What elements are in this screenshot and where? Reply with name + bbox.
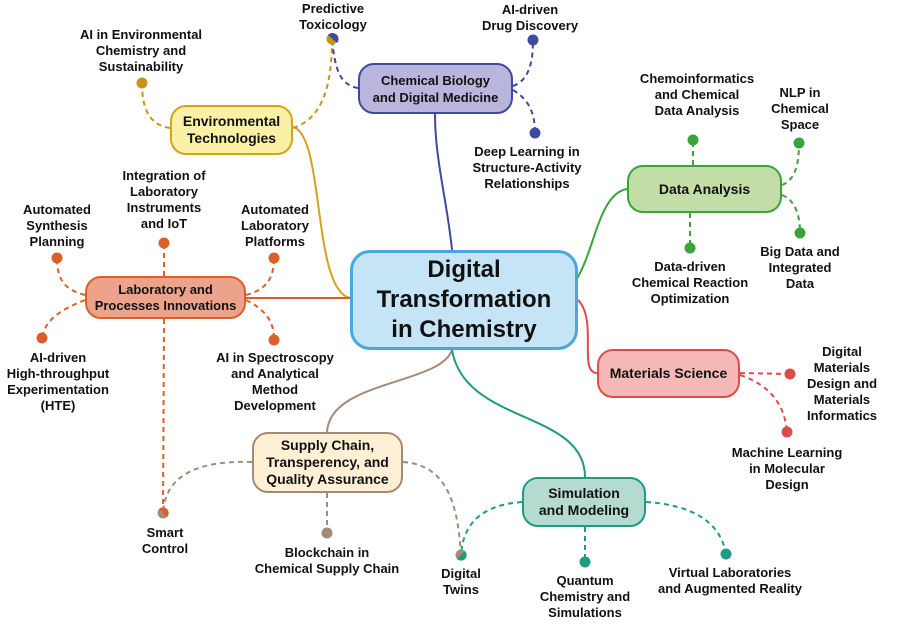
branch-simulation: Simulation and Modeling: [522, 477, 646, 527]
leaf-dot: [579, 556, 591, 568]
leaf-label: Automated Synthesis Planning: [23, 202, 91, 249]
branch-data-analysis: Data Analysis: [627, 165, 782, 213]
leaf-dot: [784, 368, 796, 380]
leaf-dot: [684, 242, 696, 254]
leaf-label: Blockchain in Chemical Supply Chain: [254, 545, 400, 576]
leaf-dot: [793, 137, 805, 149]
branch-laboratory: Laboratory and Processes Innovations: [85, 276, 246, 319]
leaf-label: NLP in Chemical Space: [771, 85, 829, 132]
leaf-dot: [36, 332, 48, 344]
connector-supply: [326, 349, 453, 433]
leaf-dot: [328, 32, 339, 43]
leaf-dot: [51, 252, 63, 264]
leaf-dot: [687, 134, 699, 146]
leaf-label: AI-driven Drug Discovery: [481, 2, 579, 33]
leaf-label: AI in Spectroscopy and Analytical Method…: [216, 350, 334, 413]
branch-materials: Materials Science: [597, 349, 740, 398]
leaf-label: Machine Learning in Molecular Design: [731, 445, 843, 492]
leaf-dot: [457, 551, 467, 561]
leaf-label: Quantum Chemistry and Simulations: [539, 573, 631, 620]
leaf-label: Data-driven Chemical Reaction Optimizati…: [631, 259, 749, 306]
leaf-dot: [136, 77, 148, 89]
leaf-dot: [321, 527, 333, 539]
leaf-dot: [720, 548, 732, 560]
branch-chemical-biology: Chemical Biology and Digital Medicine: [358, 63, 513, 114]
leaf-label: Chemoinformatics and Chemical Data Analy…: [639, 71, 755, 118]
leaf-label: Deep Learning in Structure-Activity Rela…: [472, 144, 582, 191]
leaf-dot: [529, 127, 541, 139]
leaf-dot: [527, 34, 539, 46]
connector-env: [292, 126, 351, 299]
branch-environmental: Environmental Technologies: [170, 105, 293, 155]
leaf-label: Smart Control: [141, 525, 189, 556]
leaf-dot: [268, 334, 280, 346]
leaf-dot: [781, 426, 793, 438]
connector-sim: [451, 349, 586, 478]
leaf-dot: [268, 252, 280, 264]
connector-materials: [577, 299, 598, 374]
central-topic: Digital Transformation in Chemistry: [350, 250, 578, 350]
leaf-label: Integration of Laboratory Instruments an…: [122, 168, 206, 231]
leaf-label: AI-driven High-throughput Experimentatio…: [6, 350, 110, 413]
leaf-label: Predictive Toxicology: [299, 1, 367, 32]
leaf-label: AI in Environmental Chemistry and Sustai…: [79, 27, 203, 74]
leaf-label: Big Data and Integrated Data: [760, 244, 840, 291]
leaf-dot: [158, 237, 170, 249]
leaf-label: Automated Laboratory Platforms: [241, 202, 309, 249]
connector-chem-bio: [434, 113, 453, 251]
branch-supply-chain: Supply Chain, Transperency, and Quality …: [252, 432, 403, 493]
leaf-label: Digital Materials Design and Materials I…: [806, 344, 878, 423]
leaf-dot: [159, 507, 169, 517]
leaf-label: Virtual Laboratories and Augmented Reali…: [658, 565, 802, 596]
leaf-label: Digital Twins: [441, 566, 481, 597]
leaf-dot: [794, 227, 806, 239]
